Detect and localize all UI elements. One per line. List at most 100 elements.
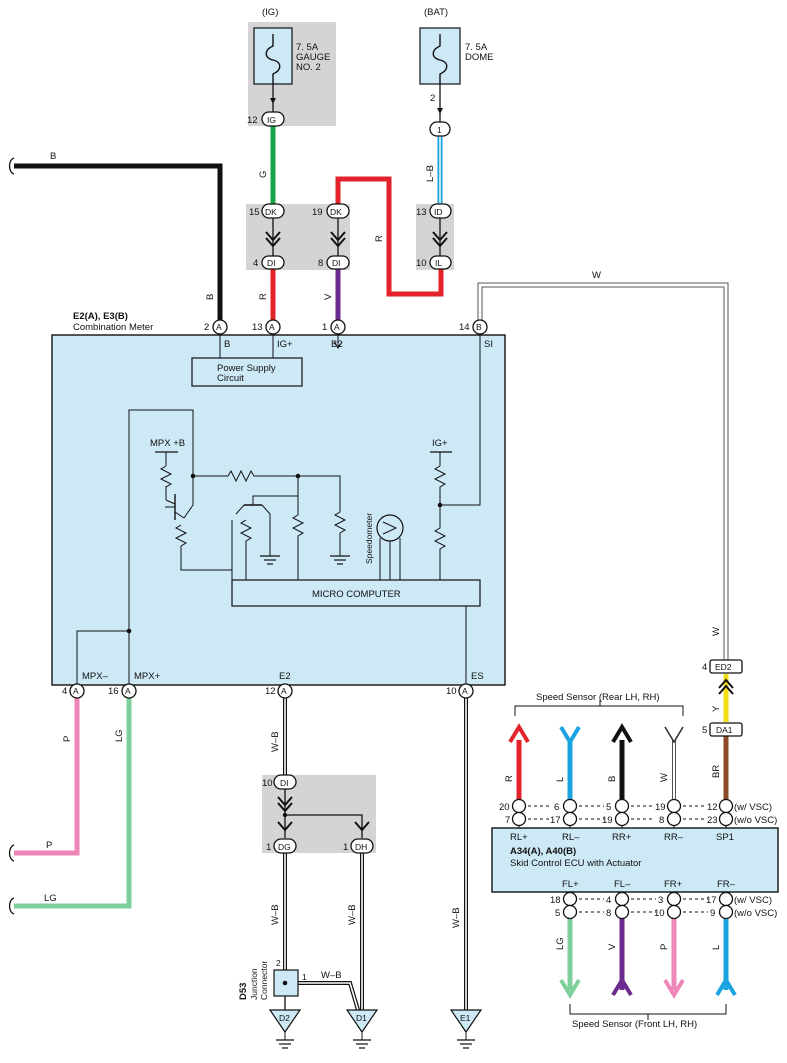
fuse-dome-icon bbox=[432, 34, 448, 84]
meter-pin-label-1: IG+ bbox=[277, 339, 293, 350]
speedometer-icon bbox=[376, 514, 404, 542]
wire-label-r-in: R bbox=[258, 293, 269, 300]
meter-pin-label-2: B2 bbox=[331, 339, 343, 350]
il-conn: IL bbox=[435, 258, 442, 268]
wire-label-r-loop: R bbox=[374, 235, 385, 242]
rear-pin-b-0: 7 bbox=[505, 815, 510, 826]
dk2-pin: 19 bbox=[312, 207, 323, 218]
vsc-wo-rear: (w/o VSC) bbox=[734, 815, 777, 826]
wire-label-g: G bbox=[258, 171, 269, 178]
meter-bpin-conn-1: A bbox=[125, 686, 131, 696]
meter-bpin-num-1: 16 bbox=[108, 686, 119, 697]
ecu-title: A34(A), A40(B) bbox=[510, 846, 576, 857]
ecu-bot-label-2: FR+ bbox=[664, 879, 683, 890]
front-pin-a-3: 17 bbox=[706, 895, 717, 906]
rear-wire-color-2: B bbox=[607, 776, 618, 782]
wire-label-p: P bbox=[62, 736, 73, 742]
front-pin-b-3: 9 bbox=[710, 908, 715, 919]
wire-label-wb-5: W–B bbox=[451, 907, 462, 928]
front-pin-b-0: 5 bbox=[555, 908, 560, 919]
wire-r-loop bbox=[335, 176, 444, 297]
meter-pin-conn-1: A bbox=[269, 322, 275, 332]
speedometer-label: Speedometer bbox=[364, 513, 374, 564]
vsc-wo-front: (w/o VSC) bbox=[734, 908, 777, 919]
wire-label-lb: L–B bbox=[425, 165, 436, 182]
ground-label-d2: D2 bbox=[279, 1013, 290, 1023]
mpxb-label: MPX +B bbox=[150, 438, 185, 449]
meter-pin-conn-3: B bbox=[476, 322, 482, 332]
wire-lg bbox=[14, 698, 132, 909]
bat-fuse-amp: 7. 5A bbox=[465, 42, 488, 53]
ground-e1 bbox=[449, 1009, 483, 1049]
combination-meter-box bbox=[51, 334, 506, 686]
front-pin-a-2: 3 bbox=[658, 895, 663, 906]
wire-label-p-left: P bbox=[46, 840, 52, 851]
ed2-pin: 4 bbox=[702, 662, 707, 673]
ground-label-e1: E1 bbox=[460, 1013, 471, 1023]
jc-pin-1: 1 bbox=[302, 972, 307, 982]
meter-bpin-conn-0: A bbox=[73, 686, 79, 696]
ecu-bot-label-3: FR– bbox=[717, 879, 736, 890]
rear-pin-b-4: 23 bbox=[707, 815, 718, 826]
wire-w-si bbox=[477, 282, 729, 660]
dk1-pin: 15 bbox=[249, 207, 260, 218]
power-supply-box bbox=[191, 357, 303, 387]
meter-pin-num-1: 13 bbox=[252, 322, 263, 333]
micro-computer-box bbox=[231, 579, 481, 607]
meter-pin-label-3: SI bbox=[484, 339, 493, 350]
wire-label-wb-1: W–B bbox=[270, 731, 281, 752]
front-wire-color-2: P bbox=[659, 944, 670, 950]
ecu-bot-label-0: FL+ bbox=[562, 879, 579, 890]
di1-conn: DI bbox=[267, 258, 276, 268]
wire-label-lg-left: LG bbox=[44, 893, 57, 904]
rear-pin-b-1: 17 bbox=[550, 815, 561, 826]
rear-wire-color-1: L bbox=[555, 777, 566, 782]
front-pin-b-1: 8 bbox=[606, 908, 611, 919]
da1-conn: DA1 bbox=[716, 725, 733, 735]
di1-pin: 4 bbox=[253, 258, 258, 269]
meter-bpin-label-0: MPX– bbox=[82, 671, 109, 682]
wire-label-b-top: B bbox=[50, 151, 56, 162]
di2-pin: 8 bbox=[318, 258, 323, 269]
vsc-w-front: (w/ VSC) bbox=[734, 895, 772, 906]
ig-fuse-amp: 7. 5A bbox=[296, 42, 319, 53]
rear-wire-color-3: W bbox=[659, 773, 670, 782]
meter-bpin-num-3: 10 bbox=[446, 686, 457, 697]
wire-label-wb-4: W–B bbox=[321, 970, 342, 981]
psu-line-1: Power Supply bbox=[217, 363, 276, 374]
ig-label: (IG) bbox=[262, 7, 278, 18]
meter-bpin-label-2: E2 bbox=[279, 671, 291, 682]
wire-p bbox=[14, 698, 80, 856]
ecu-top-label-3: RR– bbox=[664, 832, 684, 843]
front-wire-color-1: V bbox=[607, 943, 618, 950]
meter-pin-num-3: 14 bbox=[459, 322, 470, 333]
id-conn: ID bbox=[434, 207, 443, 217]
rear-pin-b-2: 19 bbox=[602, 815, 613, 826]
skid-control-ecu-box bbox=[491, 827, 779, 893]
id-pin: 13 bbox=[416, 207, 427, 218]
jc-id: D53 bbox=[238, 983, 249, 1000]
bat-pin-top: 2 bbox=[430, 93, 435, 104]
ig-fuse-name-1: GAUGE bbox=[296, 52, 330, 63]
front-pin-a-1: 4 bbox=[606, 895, 611, 906]
ed2-conn: ED2 bbox=[715, 662, 732, 672]
rear-sensor-label: Speed Sensor (Rear LH, RH) bbox=[536, 692, 660, 703]
rear-pin-b-3: 8 bbox=[659, 815, 664, 826]
ig-pin-conn: IG bbox=[267, 115, 276, 125]
wire-label-w-top: W bbox=[592, 270, 601, 281]
meter-bpin-num-2: 12 bbox=[265, 686, 276, 697]
ground-label-d1: D1 bbox=[356, 1013, 367, 1023]
meter-bpin-conn-3: A bbox=[462, 686, 468, 696]
jc-line-1: Junction bbox=[249, 968, 259, 1000]
front-pin-b-2: 10 bbox=[654, 908, 665, 919]
bat-label: (BAT) bbox=[424, 7, 448, 18]
rear-pin-a-1: 6 bbox=[554, 802, 559, 813]
ig-fuse-name-2: NO. 2 bbox=[296, 62, 321, 73]
dh-pin: 1 bbox=[343, 842, 348, 853]
di2-conn: DI bbox=[332, 258, 341, 268]
di3-pin: 10 bbox=[262, 778, 273, 789]
meter-bpin-label-3: ES bbox=[471, 671, 484, 682]
dh-conn: DH bbox=[355, 842, 367, 852]
front-sensor-label: Speed Sensor (Front LH, RH) bbox=[572, 1019, 697, 1030]
